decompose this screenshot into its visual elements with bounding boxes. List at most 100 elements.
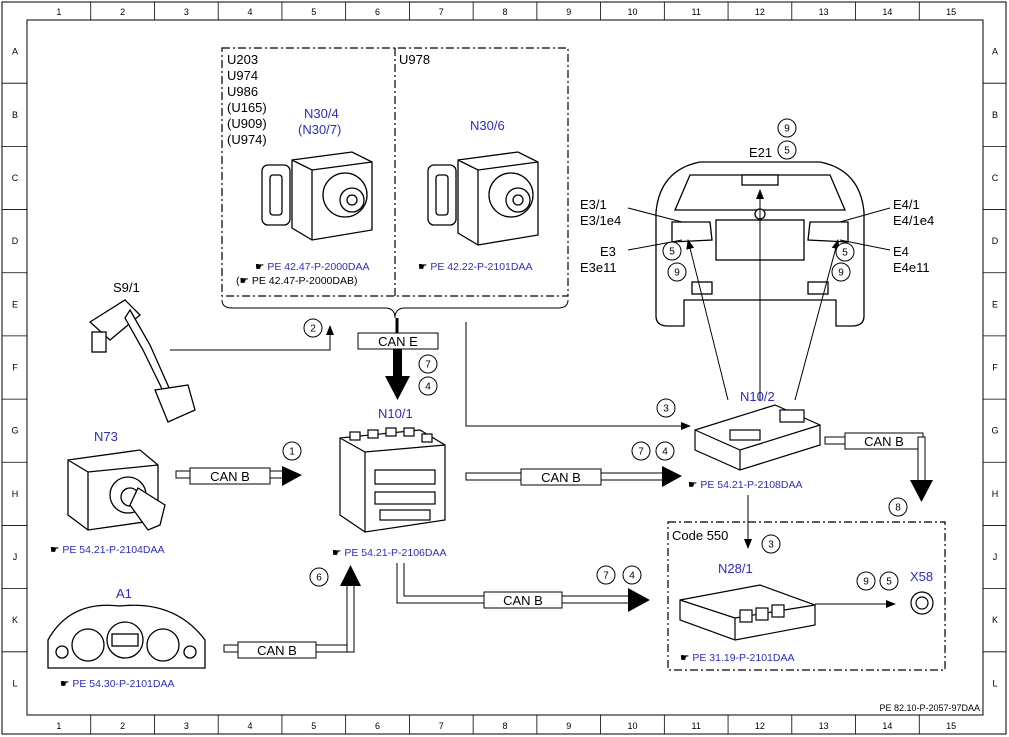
- callout-number-17: 3: [768, 540, 774, 551]
- e21-label: E21: [749, 145, 772, 160]
- n10-1-label: N10/1: [378, 406, 413, 421]
- n73-ignition-switch: N73 ☛ PE 54.21-P-2104DAA CAN B: [50, 429, 302, 556]
- callout-number-2: 4: [425, 382, 431, 393]
- grid-row-left-H: H: [12, 489, 19, 499]
- grid-row-right-H: H: [992, 489, 999, 499]
- can-b-n10-1-to-n28-1: CAN B: [396, 563, 650, 612]
- callout-number-5: 7: [603, 571, 609, 582]
- n10-1-ref[interactable]: ☛ PE 54.21-P-2106DAA: [332, 547, 447, 559]
- callout-circle-14: [835, 242, 855, 262]
- grid-col-top-13: 13: [819, 7, 829, 17]
- callout-number-8: 7: [638, 447, 644, 458]
- abs-to-n10-2-line: [465, 322, 691, 430]
- can-b-right-label: CAN B: [864, 434, 904, 449]
- grid-col-top-12: 12: [755, 7, 765, 17]
- grid-col-bottom-4: 4: [248, 721, 253, 731]
- callout-circle-19: [879, 571, 899, 591]
- e4-label: E4: [893, 244, 909, 259]
- grid-col-bottom-3: 3: [184, 721, 189, 731]
- n10-2-ref[interactable]: ☛ PE 54.21-P-2108DAA: [688, 479, 803, 491]
- callout-circle-16: [888, 497, 908, 517]
- callout-number-19: 5: [886, 577, 892, 588]
- abs-component-left: N30/4: [304, 106, 339, 121]
- grid-col-bottom-5: 5: [311, 721, 316, 731]
- can-b-n10-1-to-n10-2: CAN B: [465, 466, 682, 487]
- brake-pedal-switch: S9/1: [88, 280, 334, 423]
- callout-number-9: 4: [662, 447, 668, 458]
- abs-code-2: U974: [227, 68, 258, 83]
- a1-ref[interactable]: ☛ PE 54.30-P-2101DAA: [60, 678, 175, 690]
- grid-row-right-D: D: [992, 236, 999, 246]
- grid-row-right-E: E: [992, 299, 998, 309]
- grid-col-top-2: 2: [120, 7, 125, 17]
- a1-instrument-cluster: A1 ☛ PE 54.30-P-2101DAA CAN B: [47, 565, 361, 690]
- inner-frame: [26, 19, 984, 716]
- abs-unit-left: [261, 151, 373, 241]
- callout-circle-10: [777, 118, 797, 138]
- grid-row-left-G: G: [11, 426, 18, 436]
- grid-col-top-6: 6: [375, 7, 380, 17]
- callout-number-13: 9: [674, 268, 680, 279]
- grid-row-right-A: A: [992, 47, 998, 57]
- can-b-n73-label: CAN B: [210, 469, 250, 484]
- grid-row-left-A: A: [12, 47, 18, 57]
- n10-1-module: N10/1 ☛ PE 54.21-P-2106DAA: [332, 406, 447, 559]
- e4e11-label: E4e11: [893, 260, 930, 275]
- callout-circle-3: [282, 441, 302, 461]
- grid-col-bottom-11: 11: [692, 721, 701, 731]
- n10-2-label: N10/2: [740, 389, 775, 404]
- s9-1-label: S9/1: [113, 280, 140, 295]
- grid-col-bottom-13: 13: [819, 721, 829, 731]
- n28-1-label: N28/1: [718, 561, 753, 576]
- abs-unit-right: [427, 151, 539, 246]
- callout-number-0: 2: [310, 324, 316, 335]
- abs-left-ref-alt[interactable]: (☛ PE 42.47-P-2000DAB): [236, 275, 358, 287]
- abs-component-left-alt: (N30/7): [298, 122, 341, 137]
- grid-row-left-F: F: [12, 363, 18, 373]
- grid-col-top-10: 10: [627, 7, 637, 17]
- abs-component-right: N30/6: [470, 118, 505, 133]
- grid-col-bottom-6: 6: [375, 721, 380, 731]
- e4-1e4-label: E4/1e4: [893, 213, 934, 228]
- grid-col-bottom-10: 10: [627, 721, 637, 731]
- callout-number-18: 9: [863, 577, 869, 588]
- grid-row-right-L: L: [992, 678, 997, 688]
- callout-circle-13: [667, 262, 687, 282]
- grid-col-bottom-1: 1: [56, 721, 61, 731]
- grid-col-bottom-8: 8: [502, 721, 507, 731]
- abs-left-ref[interactable]: ☛ PE 42.47-P-2000DAA: [255, 261, 370, 273]
- grid-row-left-D: D: [12, 236, 19, 246]
- abs-group: U203 U974 U986 (U165) (U909) (U974) N30/…: [221, 47, 569, 319]
- callout-circle-2: [418, 376, 438, 396]
- grid-col-top-9: 9: [566, 7, 571, 17]
- can-b-middle-label: CAN B: [541, 470, 581, 485]
- e3-1-label: E3/1: [580, 197, 607, 212]
- grid-row-right-K: K: [992, 615, 998, 625]
- abs-code-4: (U165): [227, 100, 267, 115]
- grid-col-top-1: 1: [56, 7, 61, 17]
- callout-circle-0: [303, 318, 323, 338]
- n73-ref[interactable]: ☛ PE 54.21-P-2104DAA: [50, 544, 165, 556]
- n28-1-ref[interactable]: ☛ PE 31.19-P-2101DAA: [680, 652, 795, 664]
- callout-circle-4: [309, 567, 329, 587]
- grid-row-right-G: G: [991, 426, 998, 436]
- grid-row-right-B: B: [992, 110, 998, 120]
- e3-label: E3: [600, 244, 616, 259]
- grid-col-bottom-9: 9: [566, 721, 571, 731]
- callout-number-10: 9: [784, 124, 790, 135]
- callout-number-6: 4: [629, 571, 635, 582]
- grid-col-top-11: 11: [692, 7, 701, 17]
- abs-right-ref[interactable]: ☛ PE 42.22-P-2101DAA: [418, 261, 533, 273]
- callout-number-7: 3: [663, 404, 669, 415]
- grid-col-bottom-15: 15: [946, 721, 956, 731]
- code-550-group: Code 550 N28/1 ☛ PE 31.19-P-2101DAA X58: [667, 521, 946, 671]
- can-b-a1-label: CAN B: [257, 643, 297, 658]
- grid-col-top-5: 5: [311, 7, 316, 17]
- callout-number-3: 1: [289, 447, 295, 458]
- grid-row-left-J: J: [13, 552, 18, 562]
- callout-number-14: 5: [842, 248, 848, 259]
- grid-row-left-B: B: [12, 110, 18, 120]
